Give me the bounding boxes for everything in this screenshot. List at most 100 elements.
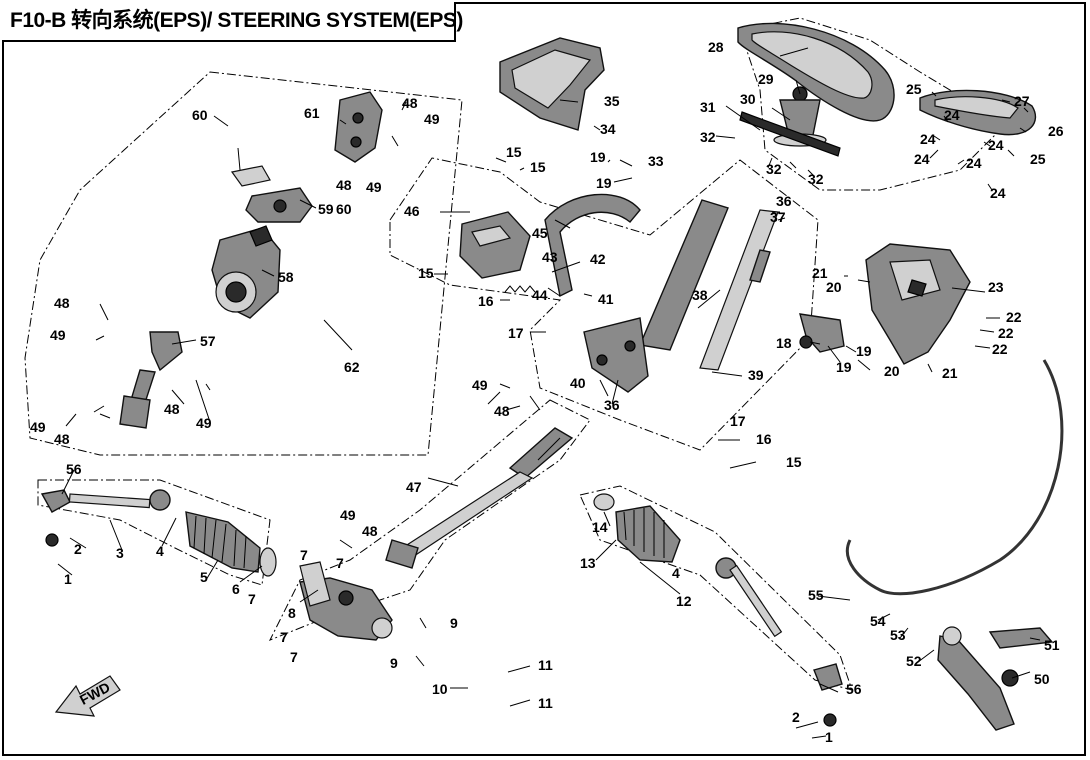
- callout-56-b: 56: [846, 681, 862, 697]
- callout-45: 45: [532, 225, 548, 241]
- callout-4: 4: [156, 543, 164, 559]
- callout-6: 6: [232, 581, 240, 597]
- tilt-lever: [544, 193, 641, 298]
- callout-9-b: 9: [390, 655, 398, 671]
- left-boot: [185, 511, 277, 577]
- callout-33: 33: [648, 153, 664, 169]
- callout-55: 55: [808, 587, 824, 603]
- diagram-title: F10-B 转向系统(EPS)/ STEERING SYSTEM(EPS): [2, 2, 463, 42]
- callout-32-b: 32: [766, 161, 782, 177]
- callout-24-b: 24: [920, 131, 936, 147]
- callout-54: 54: [870, 613, 886, 629]
- callout-41: 41: [598, 291, 614, 307]
- callout-24-c: 24: [914, 151, 930, 167]
- column-housing: [459, 211, 531, 279]
- callout-53: 53: [890, 627, 906, 643]
- callout-20-b: 20: [884, 363, 900, 379]
- callout-13: 13: [580, 555, 596, 571]
- callout-7-d: 7: [280, 629, 288, 645]
- callout-14: 14: [592, 519, 608, 535]
- right-tie-rod-assembly: [715, 557, 843, 727]
- callout-49-g: 49: [340, 507, 356, 523]
- group-outline-62: [24, 71, 463, 456]
- callout-23: 23: [988, 279, 1004, 295]
- callout-27: 27: [1014, 93, 1030, 109]
- callout-17-b: 17: [730, 413, 746, 429]
- callout-61: 61: [304, 105, 320, 121]
- callout-15-a: 15: [506, 144, 522, 160]
- group-outline-39: [389, 157, 819, 451]
- callout-20-a: 20: [826, 279, 842, 295]
- callout-2-right: 2: [792, 709, 800, 725]
- callout-11-b: 11: [538, 695, 553, 711]
- callout-17-a: 17: [508, 325, 524, 341]
- callout-37: 37: [770, 209, 786, 225]
- callout-52: 52: [906, 653, 922, 669]
- forward-direction-arrow: FWD: [54, 675, 121, 717]
- callout-58: 58: [278, 269, 294, 285]
- callout-48-e: 48: [54, 431, 70, 447]
- callout-60-a: 60: [192, 107, 208, 123]
- callout-19-c: 19: [856, 343, 872, 359]
- eps-motor-assembly: [211, 225, 281, 319]
- right-boot: [593, 493, 681, 563]
- callout-1: 1: [64, 571, 72, 587]
- callout-7-a: 7: [248, 591, 256, 607]
- callout-62: 62: [344, 359, 360, 375]
- callout-36-b: 36: [604, 397, 620, 413]
- callout-48-b: 48: [336, 177, 352, 193]
- throttle-cable: [845, 359, 1064, 596]
- callout-48-d: 48: [164, 401, 180, 417]
- callout-48-f: 48: [494, 403, 510, 419]
- callout-8: 8: [288, 605, 296, 621]
- callout-42: 42: [590, 251, 606, 267]
- callout-49-c: 49: [50, 327, 66, 343]
- callout-15-b: 15: [530, 159, 546, 175]
- callout-39: 39: [748, 367, 764, 383]
- callout-34: 34: [600, 121, 616, 137]
- callout-labels: 1 1 2 2 3 4 4 5 6 7 7 7 7 7 8 9 9 10 11 …: [30, 39, 1064, 745]
- group-outline-3: [37, 479, 271, 586]
- callout-30: 30: [740, 91, 756, 107]
- left-tie-rod-assembly: [40, 489, 171, 547]
- callout-15-c: 15: [418, 265, 434, 281]
- callout-24-d: 24: [966, 155, 982, 171]
- callout-36-a: 36: [776, 193, 792, 209]
- column-upper-cover: [499, 37, 605, 131]
- callout-1-right: 1: [825, 729, 833, 745]
- callout-47: 47: [406, 479, 422, 495]
- callout-11-a: 11: [538, 657, 553, 673]
- callout-21-b: 21: [942, 365, 958, 381]
- callout-22-b: 22: [998, 325, 1014, 341]
- callout-7-c: 7: [336, 555, 344, 571]
- callout-51: 51: [1044, 637, 1060, 653]
- callout-5: 5: [200, 569, 208, 585]
- callout-56-a: 56: [66, 461, 82, 477]
- leader-lines: [57, 47, 1041, 739]
- callout-21-a: 21: [812, 265, 828, 281]
- callout-46: 46: [404, 203, 420, 219]
- callout-19-b: 19: [596, 175, 612, 191]
- callout-25-b: 25: [1030, 151, 1046, 167]
- callout-32-c: 32: [808, 171, 824, 187]
- steering-column: [583, 199, 779, 393]
- callout-22-a: 22: [1006, 309, 1022, 325]
- callout-31: 31: [700, 99, 716, 115]
- steering-wheel: [737, 22, 895, 157]
- lower-universal-joint-shaft: [119, 331, 183, 429]
- switch-bracket: [799, 313, 845, 353]
- tilt-spring: [504, 285, 536, 293]
- callout-19-a: 19: [590, 149, 606, 165]
- callout-49-f: 49: [472, 377, 488, 393]
- callout-24-a: 24: [944, 107, 960, 123]
- callout-12: 12: [676, 593, 692, 609]
- steering-gear-box: [299, 561, 393, 641]
- callout-24-f: 24: [990, 185, 1006, 201]
- callout-24-e: 24: [988, 137, 1004, 153]
- callout-48-c: 48: [54, 295, 70, 311]
- callout-29: 29: [758, 71, 774, 87]
- callout-19-d: 19: [836, 359, 852, 375]
- callout-49-a: 49: [424, 111, 440, 127]
- callout-59: 59: [318, 201, 334, 217]
